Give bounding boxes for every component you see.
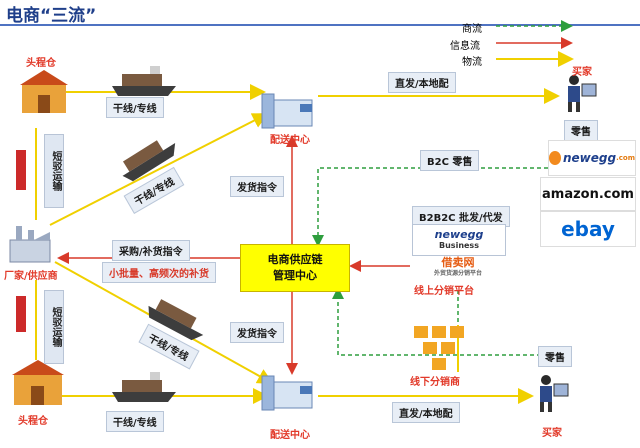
jiemai-logo: 借卖网 外贸货源分销平台	[412, 256, 504, 280]
newegg-egg-icon	[549, 151, 561, 165]
trunk-top-label: 干线/专线	[106, 97, 164, 118]
truck-top-icon	[16, 150, 26, 190]
buyer-bottom-label: 买家	[542, 428, 562, 439]
ebay-logo: ebay	[540, 211, 636, 247]
warehouse-bottom-label: 头程仓	[18, 416, 48, 427]
legend-info: 信息流	[450, 41, 480, 52]
dc-bottom-icon	[261, 375, 313, 411]
warehouse-top-icon	[20, 70, 68, 113]
direct-top-label: 直发/本地配	[388, 72, 456, 93]
page-title: 电商“三流”	[6, 6, 97, 26]
jiemai-sub-text: 外贸货源分销平台	[433, 270, 482, 277]
trunk-bottom-label: 干线/专线	[106, 411, 164, 432]
ship-cmd-bottom-label: 发货指令	[230, 322, 284, 343]
direct-bottom-label: 直发/本地配	[392, 402, 460, 423]
ship-top-icon	[112, 66, 176, 96]
b2c-label: B2C 零售	[420, 150, 480, 171]
line-factory-dc-top	[49, 113, 269, 226]
dc-bottom-label: 配送中心	[270, 430, 310, 441]
newegg-business-text: newegg	[434, 228, 484, 241]
ship-diag-top-icon	[122, 140, 176, 182]
supply-chain-center: 电商供应链 管理中心	[240, 244, 350, 292]
dc-top-label: 配送中心	[270, 135, 310, 146]
warehouse-top-label: 头程仓	[26, 58, 56, 69]
retail-bottom-label: 零售	[538, 346, 572, 367]
line-retail-bottom	[332, 287, 548, 356]
newegg-text: newegg	[562, 151, 617, 165]
ship-cmd-top-label: 发货指令	[230, 176, 284, 197]
ship-bottom-icon	[112, 372, 176, 402]
buyer-bottom-icon	[540, 375, 569, 412]
purchase-cmd-label: 采购/补货指令	[112, 240, 190, 261]
truck-bottom-icon	[16, 296, 26, 332]
factory-icon	[9, 226, 51, 263]
ship-diag-bottom-icon	[148, 299, 204, 341]
title-divider	[0, 24, 640, 26]
newegg-business-logo: newegg Business	[412, 224, 506, 256]
buyer-top-label: 买家	[572, 67, 592, 78]
legend-commerce: 商流	[462, 24, 482, 35]
small-batch-label: 小批量、高频次的补货	[102, 262, 216, 283]
offline-distributor-icon	[414, 326, 464, 370]
factory-label: 厂家/供应商	[4, 271, 58, 282]
center-line-1: 电商供应链	[267, 253, 323, 266]
offline-distributor-label: 线下分销商	[410, 377, 460, 388]
line-b2c	[312, 167, 548, 247]
short-haul-bottom-label: 短驳运输	[44, 290, 64, 364]
amazon-logo: amazon.com	[540, 177, 636, 211]
online-platform-label: 线上分销平台	[414, 286, 474, 297]
short-haul-top-label: 短驳运输	[44, 134, 64, 208]
legend-logistics: 物流	[462, 57, 482, 68]
jiemai-text: 借卖网	[441, 256, 475, 269]
warehouse-bottom-icon	[12, 360, 64, 405]
center-line-2: 管理中心	[273, 269, 317, 282]
buyer-top-icon	[568, 75, 597, 112]
newegg-suffix: .com	[616, 154, 635, 162]
business-text: Business	[439, 241, 479, 250]
retail-top-label: 零售	[564, 120, 598, 141]
newegg-logo: newegg .com	[548, 140, 636, 176]
dc-top-icon	[261, 93, 313, 129]
